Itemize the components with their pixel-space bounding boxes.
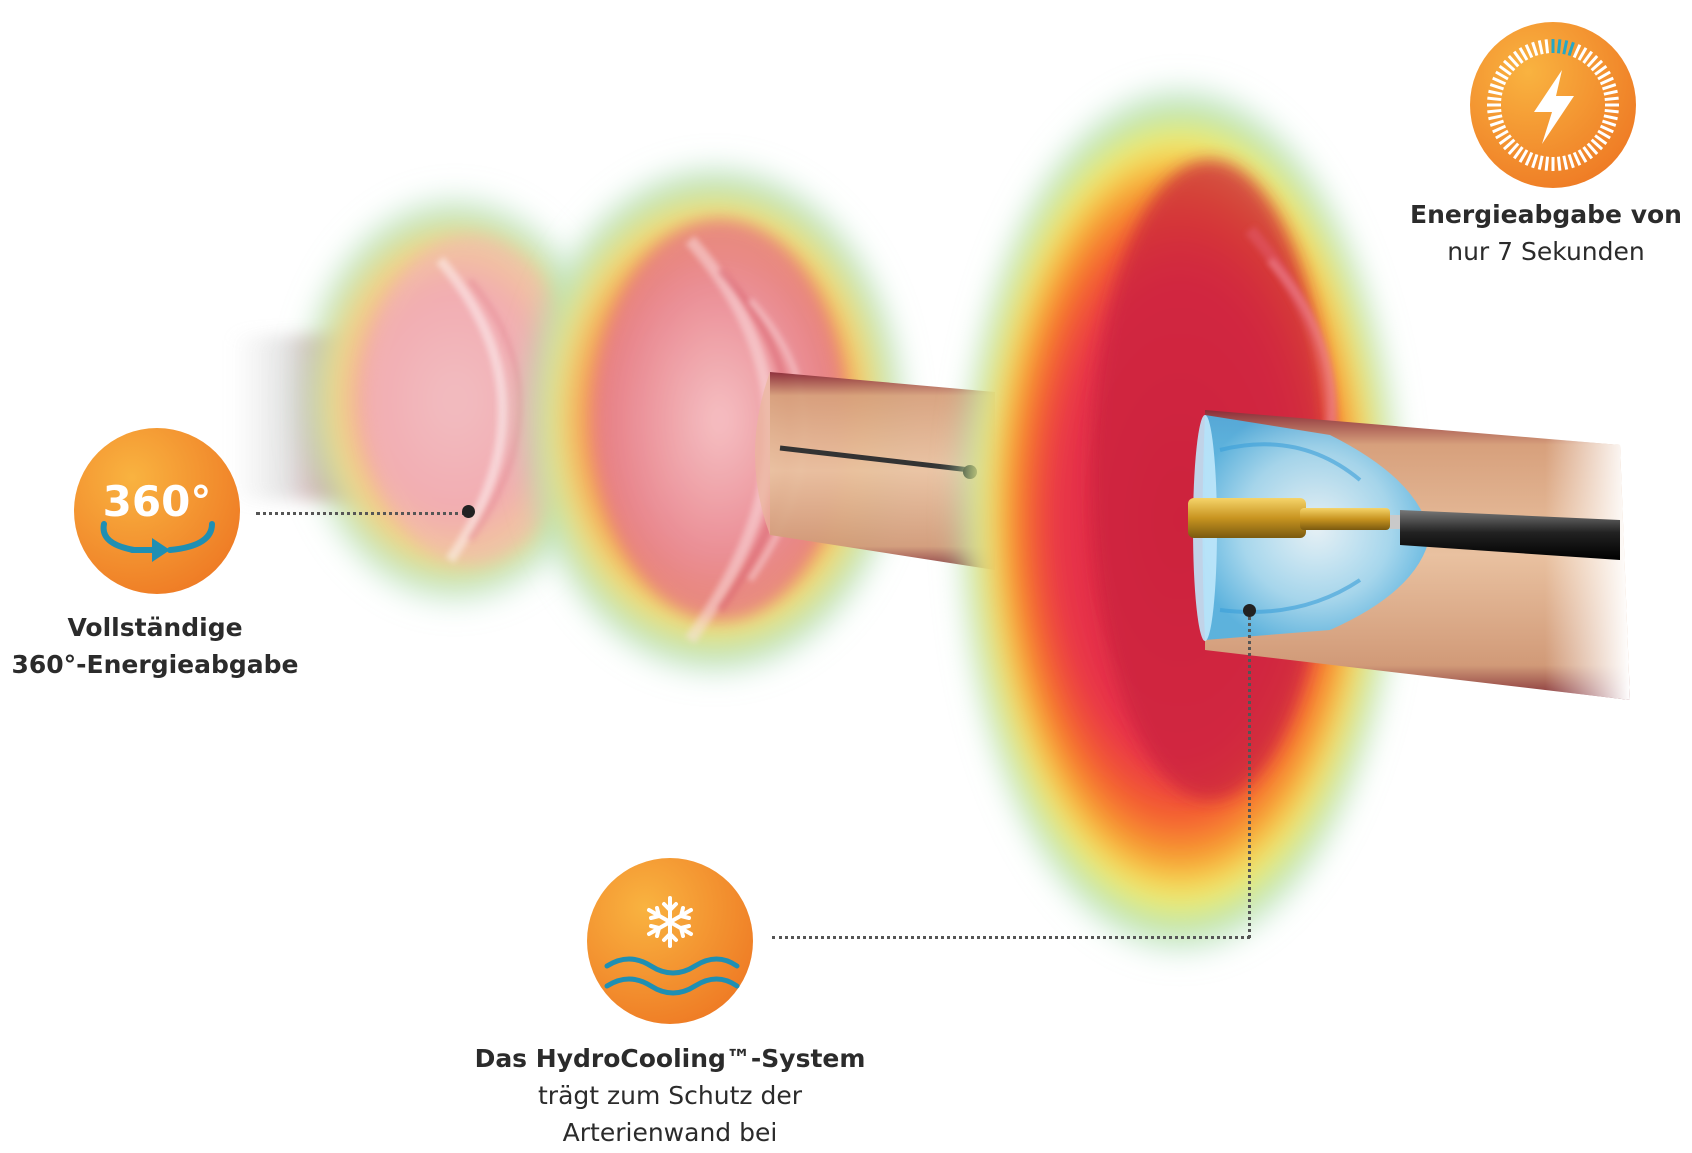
timer-tick: [1603, 114, 1618, 121]
timer-tick: [1487, 108, 1502, 114]
timer-tick: [1512, 50, 1524, 64]
timer-caption-line2: nur 7 Sekunden: [1447, 237, 1645, 266]
timer-tick: [1488, 89, 1503, 96]
timer-tick: [1586, 142, 1599, 156]
cooling-leader-vertical: [1248, 612, 1251, 938]
timer-tick: [1594, 134, 1608, 146]
timer-tick: [1498, 64, 1512, 76]
timer-tick: [1604, 96, 1619, 102]
timer-tick: [1495, 129, 1509, 140]
rotation-caption: Vollständige 360°-Energieabgabe: [0, 609, 320, 683]
timer-tick: [1537, 40, 1544, 55]
timer-tick: [1518, 149, 1529, 163]
rotation-caption-line2: 360°-Energieabgabe: [11, 650, 299, 679]
timer-tick: [1594, 64, 1608, 76]
timer-tick: [1590, 59, 1604, 72]
timer-tick: [1495, 70, 1509, 81]
cooling-caption: Das HydroCooling™-System trägt zum Schut…: [450, 1040, 890, 1151]
timer-tick: [1572, 44, 1582, 59]
timer-tick: [1577, 47, 1588, 61]
timer-tick: [1487, 96, 1502, 102]
snowflake-waves-icon: [604, 896, 740, 996]
timer-tick: [1524, 151, 1534, 166]
rotation-leader-dot: [462, 505, 475, 518]
cooling-caption-line2: trägt zum Schutz der: [538, 1081, 802, 1110]
timer-caption-line1: Energieabgabe von: [1410, 200, 1682, 229]
timer-tick: [1489, 119, 1505, 127]
timer-tick: [1567, 41, 1575, 57]
rotation-arrow-icon: 360°: [100, 477, 215, 562]
timer-badge: [1470, 22, 1636, 188]
timer-caption: Energieabgabe von nur 7 Sekunden: [1396, 196, 1692, 270]
cooling-leader-horizontal: [772, 936, 1250, 939]
timer-tick: [1488, 114, 1503, 121]
timer-tick: [1601, 119, 1617, 127]
cooling-badge: [587, 858, 753, 1024]
timer-tick: [1597, 70, 1611, 81]
timer-tick: [1577, 149, 1588, 163]
cooling-caption-line3: Arterienwand bei: [562, 1118, 778, 1147]
timer-tick: [1567, 153, 1575, 169]
timer-tick: [1531, 41, 1539, 57]
timer-tick: [1531, 153, 1539, 169]
timer-tick: [1498, 134, 1512, 146]
timer-tick: [1599, 124, 1614, 134]
timer-tick: [1537, 155, 1544, 170]
timer-tick: [1562, 40, 1569, 55]
timer-tick: [1502, 138, 1516, 151]
timer-tick: [1507, 54, 1520, 68]
timer-tick: [1562, 155, 1569, 170]
timer-tick: [1586, 54, 1599, 68]
timer-tick: [1556, 39, 1562, 54]
cooling-leader-dot: [1243, 604, 1256, 617]
timer-tick: [1572, 151, 1582, 166]
timer-tick: [1599, 76, 1614, 86]
timer-tick: [1518, 47, 1529, 61]
rotation-badge: 360°: [74, 428, 240, 594]
timer-tick: [1604, 108, 1619, 114]
timer-tick: [1582, 50, 1594, 64]
timer-tick: [1556, 156, 1562, 171]
timer-tick: [1524, 44, 1534, 59]
rotation-leader-line: [256, 512, 466, 515]
timer-tick: [1590, 138, 1604, 151]
timer-tick: [1601, 83, 1617, 91]
rotation-caption-line1: Vollständige: [67, 613, 243, 642]
timer-tick: [1597, 129, 1611, 140]
timer-tick: [1582, 146, 1594, 160]
timer-tick: [1603, 89, 1618, 96]
timer-tick: [1507, 142, 1520, 156]
timer-tick: [1489, 83, 1505, 91]
timer-tick: [1492, 124, 1507, 134]
timer-tick: [1544, 156, 1550, 171]
timer-tick: [1502, 59, 1516, 72]
rotation-badge-text: 360°: [103, 477, 212, 526]
timer-tick: [1544, 39, 1550, 54]
cooling-caption-line1: Das HydroCooling™-System: [474, 1044, 866, 1073]
lightning-bolt-icon: [1487, 39, 1619, 171]
timer-tick: [1492, 76, 1507, 86]
timer-tick: [1512, 146, 1524, 160]
